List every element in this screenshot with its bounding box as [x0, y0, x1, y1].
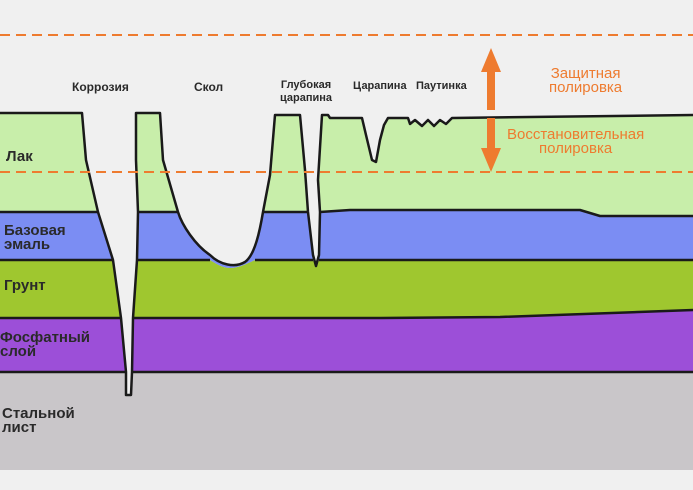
- lacquer-layer: [0, 113, 693, 216]
- protective-arrow-icon: [481, 48, 501, 110]
- label-deep-scratch: Глубокая царапина: [280, 79, 333, 104]
- label-protective-polish: Защитная полировка: [549, 65, 623, 96]
- label-scratch: Царапина: [353, 80, 407, 92]
- restorative-arrow-icon: [481, 118, 501, 172]
- label-primer: Грунт: [4, 277, 46, 294]
- steel-layer: [0, 372, 693, 470]
- label-restorative-polish: Восстановительная полировка: [507, 126, 645, 157]
- label-corrosion: Коррозия: [72, 80, 129, 94]
- base-enamel-layer: [0, 210, 693, 268]
- layer-outlines: [0, 111, 693, 397]
- label-phosphate: Фосфатный слой: [0, 329, 91, 360]
- label-steel: Стальной лист: [2, 405, 75, 436]
- label-base-enamel: Базовая эмаль: [4, 222, 66, 253]
- label-chip: Скол: [194, 80, 224, 94]
- label-lacquer: Лак: [6, 148, 33, 165]
- phosphate-layer: [0, 310, 693, 372]
- label-swirl: Паутинка: [416, 80, 467, 92]
- primer-layer: [0, 260, 693, 318]
